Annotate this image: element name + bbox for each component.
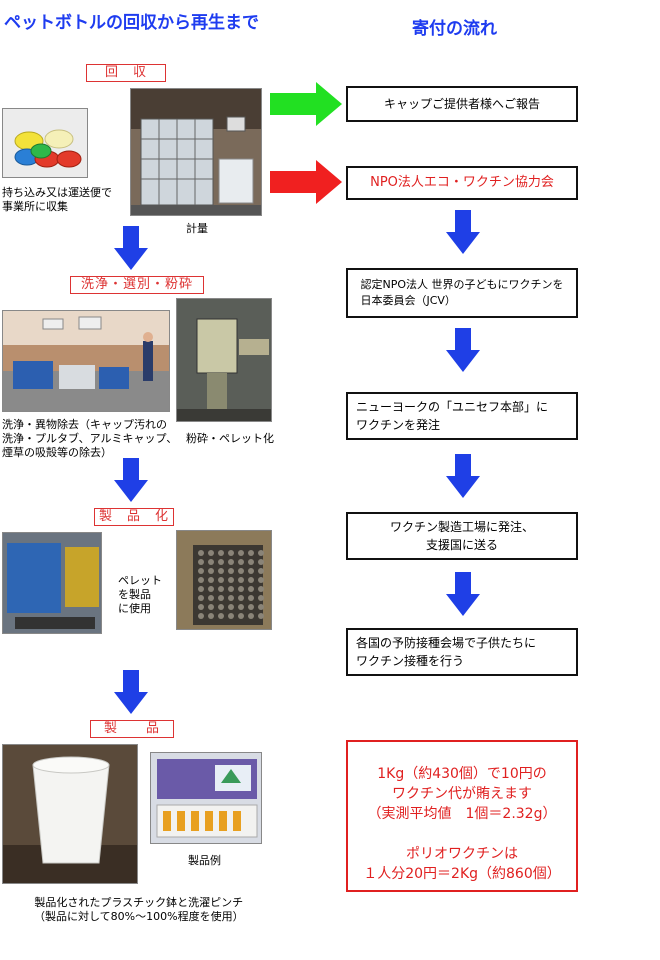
flow-step-unicef-text: ニューヨークの「ユニセフ本部」に ワクチンを発注	[356, 400, 549, 432]
flow-arrow-down-left-3	[114, 670, 148, 714]
flow-step-report-text: キャップご提供者様へご報告	[383, 97, 540, 111]
clothespin-package-photo	[150, 752, 262, 844]
flow-arrow-down-right-2	[446, 328, 480, 372]
caps-photo	[2, 108, 88, 178]
caption-bottles: 持ち込み又は運送便で 事業所に収集	[2, 186, 112, 213]
washing-photo	[2, 310, 170, 412]
flow-step-jcv-text: 認定NPO法人 世界の子どもにワクチンを 日本委員会（JCV）	[360, 278, 564, 307]
flow-arrow-down-right-1	[446, 210, 480, 254]
crushing-photo	[176, 298, 272, 422]
caption-washing: 洗浄・異物除去（キャップ汚れの 洗浄・プルタブ、アルミキャップ、 煙草の吸殻等の…	[2, 418, 178, 459]
red-arrow-right	[270, 160, 342, 204]
plastic-pot-photo	[2, 744, 138, 884]
flow-arrow-down-right-4	[446, 572, 480, 616]
caption-pellet: ペレット を製品 に使用	[118, 574, 162, 615]
flow-step-vaccination-text: 各国の予防接種会場で子供たちに ワクチン接種を行う	[356, 636, 537, 668]
flow-arrow-down-right-3	[446, 454, 480, 498]
weighing-photo	[130, 88, 262, 216]
caption-crushing: 粉砕・ペレット化	[186, 432, 274, 445]
left-title: ペットボトルの回収から再生まで	[4, 13, 259, 33]
right-title: 寄付の流れ	[412, 19, 497, 39]
flow-step-eco-vaccine-text: NPO法人エコ・ワクチン協力会	[370, 175, 554, 190]
stage-label-collection: 回 収	[86, 64, 166, 82]
molding-machine-photo	[2, 532, 102, 634]
stage-label-manufacturing: 製 品 化	[94, 508, 174, 526]
flow-step-unicef: ニューヨークの「ユニセフ本部」に ワクチンを発注	[346, 392, 578, 440]
flow-step-report: キャップご提供者様へご報告	[346, 86, 578, 122]
caption-product-example: 製品例	[188, 854, 221, 867]
stage-label-products: 製 品	[90, 720, 174, 738]
stage-label-washing: 洗浄・選別・粉砕	[70, 276, 204, 294]
flow-step-factory: ワクチン製造工場に発注、 支援国に送る	[346, 512, 578, 560]
mold-photo	[176, 530, 272, 630]
summary-box: 1Kg（約430個）で10円の ワクチン代が賄えます （実測平均値 1個＝2.3…	[346, 740, 578, 892]
caption-products: 製品化されたプラスチック鉢と洗濯ピンチ （製品に対して80%～100%程度を使用…	[34, 896, 244, 923]
caption-weigh: 計量	[186, 222, 208, 235]
flow-step-vaccination: 各国の予防接種会場で子供たちに ワクチン接種を行う	[346, 628, 578, 676]
flow-step-jcv: 認定NPO法人 世界の子どもにワクチンを 日本委員会（JCV）	[346, 268, 578, 318]
flow-arrow-down-left-1	[114, 226, 148, 270]
green-arrow-right	[270, 82, 342, 126]
flow-step-eco-vaccine: NPO法人エコ・ワクチン協力会	[346, 166, 578, 200]
flow-step-factory-text: ワクチン製造工場に発注、 支援国に送る	[389, 520, 534, 552]
flow-arrow-down-left-2	[114, 458, 148, 502]
